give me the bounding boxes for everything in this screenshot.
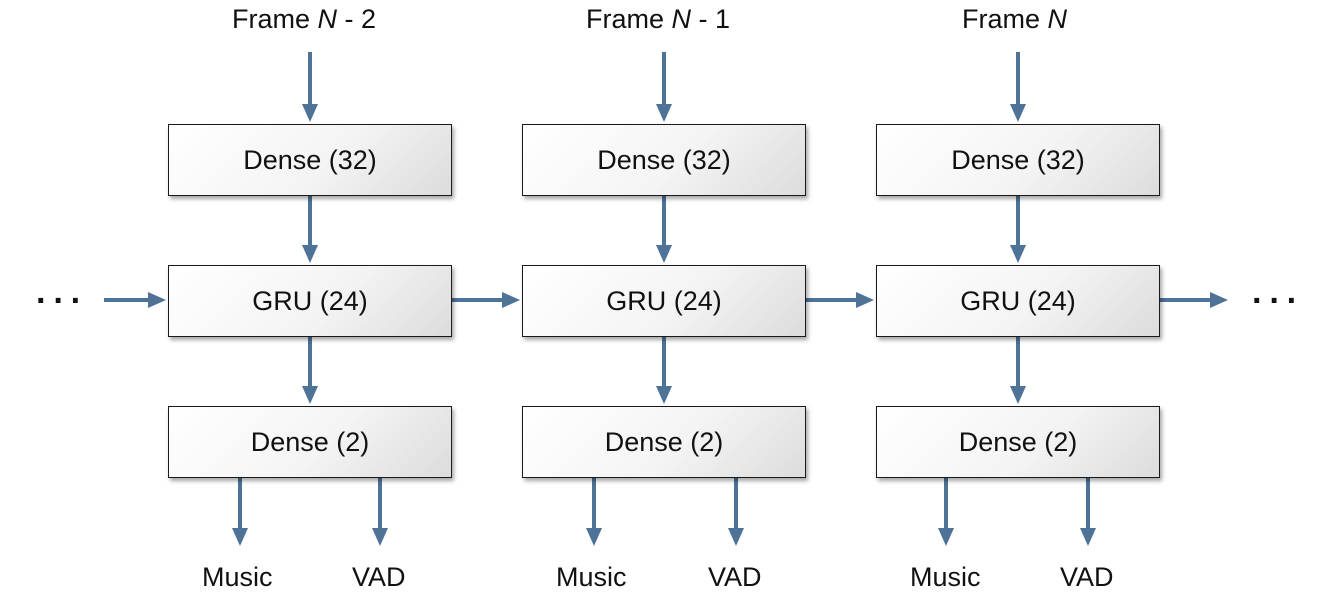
- arrow-dense32-to-gru-col1-head: [302, 245, 318, 263]
- frame-label-n-minus-1: Frame N - 1: [586, 4, 731, 34]
- arrow-to-vad-col1-head: [372, 528, 388, 546]
- output-music-col1: Music: [202, 562, 273, 592]
- output-music-col3: Music: [910, 562, 981, 592]
- dense-32-box-col2: Dense (32): [522, 124, 806, 196]
- arrow-to-music-col2-head: [586, 528, 602, 546]
- output-music-col2: Music: [556, 562, 627, 592]
- ellipsis-right: ···: [1252, 282, 1304, 320]
- frame-label-n-minus-2: Frame N - 2: [232, 4, 377, 34]
- arrow-recurrent-col2-to-col3-head: [856, 292, 874, 308]
- output-vad-col2: VAD: [708, 562, 762, 592]
- arrow-gru-to-dense2-col2-head: [656, 386, 672, 404]
- arrow-dense32-to-gru-col2-head: [656, 245, 672, 263]
- arrow-recurrent-col1-to-col2-head: [502, 292, 520, 308]
- dense-32-box-col3: Dense (32): [876, 124, 1160, 196]
- output-vad-col1: VAD: [352, 562, 406, 592]
- arrow-frame-to-dense32-col1-head: [302, 104, 318, 122]
- gru-24-box-col3: GRU (24): [876, 265, 1160, 337]
- arrow-frame-to-dense32-col2-head: [656, 104, 672, 122]
- dense-2-box-col3: Dense (2): [876, 406, 1160, 478]
- arrow-dense32-to-gru-col3-head: [1010, 245, 1026, 263]
- arrow-to-vad-col3-head: [1080, 528, 1096, 546]
- arrow-to-music-col1-head: [232, 528, 248, 546]
- gru-24-box-col2: GRU (24): [522, 265, 806, 337]
- gru-24-box-col1: GRU (24): [168, 265, 452, 337]
- dense-2-box-col1: Dense (2): [168, 406, 452, 478]
- arrow-gru-to-dense2-col1-head: [302, 386, 318, 404]
- arrow-to-vad-col2-head: [728, 528, 744, 546]
- output-vad-col3: VAD: [1060, 562, 1114, 592]
- ellipsis-left: ···: [36, 282, 88, 320]
- arrow-gru-to-dense2-col3-head: [1010, 386, 1026, 404]
- arrow-frame-to-dense32-col3-head: [1010, 104, 1026, 122]
- frame-label-n: Frame N: [962, 4, 1068, 34]
- dense-32-box-col1: Dense (32): [168, 124, 452, 196]
- arrow-recurrent-out-head: [1210, 292, 1228, 308]
- dense-2-box-col2: Dense (2): [522, 406, 806, 478]
- arrow-recurrent-in-head: [148, 292, 166, 308]
- arrow-to-music-col3-head: [938, 528, 954, 546]
